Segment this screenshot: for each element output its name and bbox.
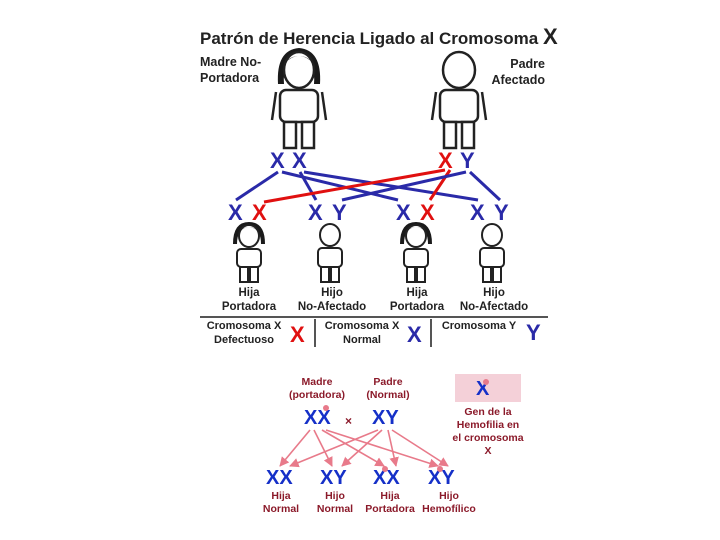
daughter-figure-icon xyxy=(233,222,265,283)
child4-chromosome-1: X xyxy=(470,200,485,225)
bottom-mother-genotype: XX xyxy=(304,407,331,429)
bottom-father-label: Padre(Normal) xyxy=(366,376,410,401)
diagram-title: Patrón de Herencia Ligado al Cromosoma X xyxy=(200,24,558,49)
father-chromosome-x: X xyxy=(438,148,453,173)
child2-chromosome-1: X xyxy=(308,200,323,225)
mother-chromosome-1: X xyxy=(270,148,285,173)
legend-separator xyxy=(314,319,316,347)
cross-symbol: × xyxy=(345,414,353,428)
child4-genotype: XY xyxy=(428,467,455,489)
child3-gene-marker xyxy=(382,466,388,472)
son-figure-icon xyxy=(479,223,505,283)
legend-y-label: Cromosoma Y xyxy=(441,320,517,332)
child4-gene-marker xyxy=(437,466,443,472)
child1-chromosome-2: X xyxy=(252,200,267,225)
child4-chromosome-2: Y xyxy=(494,200,509,225)
son-figure-icon xyxy=(317,223,343,283)
father-figure-icon xyxy=(430,50,488,150)
gene-box-marker xyxy=(483,379,489,385)
gene-box xyxy=(455,374,521,402)
daughter-figure-icon xyxy=(400,222,432,283)
child3-chromosome-2: X xyxy=(420,200,435,225)
legend-y-symbol: Y xyxy=(526,320,541,345)
bottom-mother-label: Madre(portadora) xyxy=(289,376,345,401)
mother-figure-icon xyxy=(270,48,328,150)
legend-normal-symbol: X xyxy=(407,322,422,347)
mother-label: Madre No- Portadora xyxy=(200,55,262,85)
mother-chromosome-2: X xyxy=(292,148,307,173)
bottom-father-genotype: XY xyxy=(372,407,399,429)
child2-genotype: XY xyxy=(320,467,347,489)
legend-separator xyxy=(430,319,432,347)
gene-label: Gen de la Hemofilia en el cromosoma X xyxy=(452,406,524,457)
child2-chromosome-2: Y xyxy=(332,200,347,225)
child3-genotype: XX xyxy=(373,467,400,489)
father-chromosome-y: Y xyxy=(460,148,475,173)
legend-defective-symbol: X xyxy=(290,322,305,347)
mother-gene-marker xyxy=(323,405,329,411)
child1-chromosome-1: X xyxy=(228,200,243,225)
child1-genotype: XX xyxy=(266,467,293,489)
child3-chromosome-1: X xyxy=(396,200,411,225)
father-label: Padre Afectado xyxy=(491,57,545,87)
legend-divider xyxy=(200,316,548,318)
